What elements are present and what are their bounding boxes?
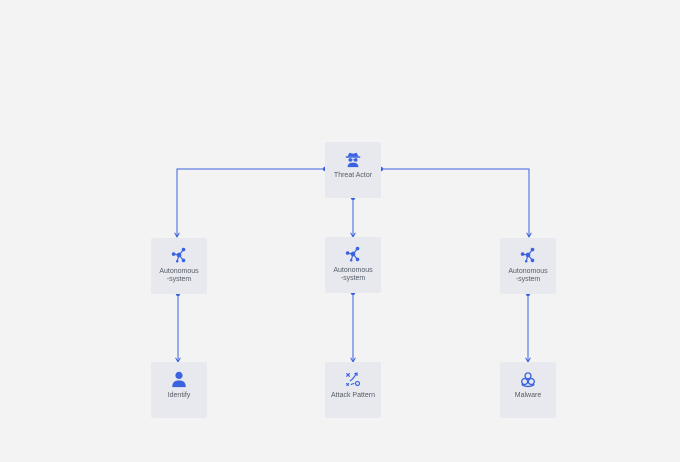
edge-threat-actor-to-as-left — [174, 168, 325, 238]
node-label: Autonomous -system — [333, 267, 373, 282]
node-autonomous-system-right[interactable]: Autonomous -system — [500, 238, 556, 294]
node-attack-pattern[interactable]: Attack Pattern — [325, 362, 381, 418]
person-icon — [172, 371, 186, 388]
node-autonomous-system-center[interactable]: Autonomous -system — [325, 237, 381, 293]
node-autonomous-system-left[interactable]: Autonomous -system — [151, 238, 207, 294]
node-label: Attack Pattern — [331, 392, 375, 399]
network-icon — [345, 246, 360, 262]
attack-pattern-icon — [346, 372, 361, 387]
biohazard-icon — [521, 372, 535, 388]
node-threat-actor[interactable]: Threat Actor — [325, 142, 381, 198]
edge-threat-actor-to-as-right — [381, 168, 532, 238]
node-label: Identify — [167, 392, 191, 399]
node-label: Autonomous -system — [159, 268, 199, 283]
spy-icon — [345, 152, 361, 168]
network-icon — [520, 247, 535, 263]
node-label: Autonomous -system — [508, 268, 548, 283]
network-icon — [171, 247, 186, 263]
node-malware[interactable]: Malware — [500, 362, 556, 418]
node-identify[interactable]: Identify — [151, 362, 207, 418]
node-label: Malware — [514, 392, 542, 399]
node-label: Threat Actor — [333, 172, 373, 179]
